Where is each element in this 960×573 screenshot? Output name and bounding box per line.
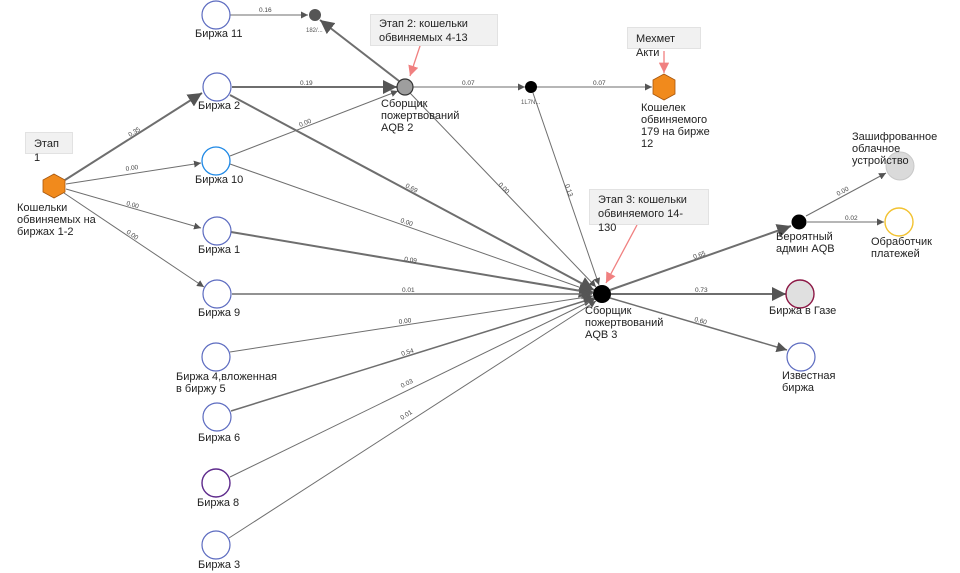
gaza-label: Биржа в Газе <box>769 305 836 317</box>
edge-label-b11-182: 0.16 <box>259 7 272 14</box>
edge-label-b2-c2: 0.19 <box>300 80 313 87</box>
edge-admin-cloud[interactable] <box>805 172 887 217</box>
edge-birzha8-collector3[interactable] <box>229 298 596 478</box>
birzha10-node[interactable] <box>201 146 231 176</box>
gaza-node[interactable] <box>785 279 815 309</box>
edge-label-c2-1l7n: 0.07 <box>462 80 475 87</box>
edge-birzha1-collector3[interactable] <box>230 231 594 298</box>
edge-birzha10-collector3[interactable] <box>229 163 594 293</box>
edge-wallets-birzha9[interactable] <box>63 192 205 288</box>
birzha2-node[interactable] <box>202 72 232 102</box>
edge-birzha6-collector3[interactable] <box>230 296 595 412</box>
payments-node[interactable] <box>884 207 914 237</box>
addr-182-node[interactable] <box>309 9 321 21</box>
known-node[interactable] <box>786 342 816 372</box>
edge-label-c3-admin: 0.65 <box>692 250 707 261</box>
edge-label-w-b1: 0.00 <box>125 200 139 210</box>
stage1-callout: Этап 1 <box>25 132 73 164</box>
edge-label-b10-c2: 0.00 <box>298 118 313 129</box>
cloud-node[interactable] <box>885 151 915 181</box>
stage2-callout: Этап 2: кошельки обвиняемых 4-13 <box>370 14 498 46</box>
edge-label-w-b10: 0.00 <box>125 164 139 173</box>
birzha3-label: Биржа 3 <box>198 559 240 571</box>
edge-1l7n-collector3[interactable] <box>532 92 601 286</box>
birzha1-node[interactable] <box>202 216 232 246</box>
birzha11-label: Биржа 11 <box>195 28 242 40</box>
edge-birzha4-collector3[interactable] <box>229 293 594 353</box>
edge-wallets-birzha1[interactable] <box>65 188 202 230</box>
edge-birzha3-collector3[interactable] <box>228 300 597 539</box>
collector3-node[interactable] <box>593 285 611 303</box>
edge-label-b4-c3: 0.00 <box>398 317 412 326</box>
edge-collector2-collector3[interactable] <box>409 92 597 288</box>
edges <box>63 11 887 539</box>
edge-label-b1-c3: 0.09 <box>404 256 418 265</box>
birzha1-label: Биржа 1 <box>198 244 240 256</box>
edge-label-admin-payments: 0.02 <box>845 215 858 222</box>
edge-label-1l7n-c3: 0.13 <box>563 183 574 198</box>
edge-labels: 0.35 0.00 0.00 0.00 0.16 0.19 0.00 0.07 … <box>125 7 858 422</box>
collector2-node[interactable] <box>396 78 414 96</box>
edge-label-b9-c3: 0.01 <box>402 287 415 294</box>
birzha4-node[interactable] <box>201 342 231 372</box>
birzha6-node[interactable] <box>202 402 232 432</box>
admin-node[interactable] <box>791 214 807 230</box>
birzha2-label: Биржа 2 <box>198 100 240 112</box>
birzha11-node[interactable] <box>201 0 231 30</box>
edge-collector2-182[interactable] <box>319 19 400 82</box>
nodes <box>42 0 915 560</box>
edge-wallets-birzha10[interactable] <box>65 160 202 185</box>
edge-collector3-admin[interactable] <box>609 224 792 291</box>
birzha8-node[interactable] <box>201 468 231 498</box>
birzha6-label: Биржа 6 <box>198 432 240 444</box>
addr-182-label: 182/... <box>306 28 323 34</box>
pointer-stage2 <box>408 42 422 77</box>
birzha9-label: Биржа 9 <box>198 307 240 319</box>
stage3-callout: Этап 3: кошельки обвиняемого 14-130 <box>589 189 709 234</box>
edge-label-b6-c3: 0.54 <box>401 347 416 358</box>
edge-wallets-birzha2[interactable] <box>64 92 203 181</box>
edge-label-c3-known: 0.60 <box>693 316 707 326</box>
callout-pointers <box>408 42 670 284</box>
addr-1l7n-node[interactable] <box>525 81 537 93</box>
edge-label-1l7n-179: 0.07 <box>593 80 606 87</box>
edge-birzha2-collector3[interactable] <box>229 94 595 291</box>
edge-collector3-known[interactable] <box>609 297 788 353</box>
addr-1l7n-label: 1L7N... <box>521 100 541 106</box>
birzha8-label: Биржа 8 <box>197 497 239 509</box>
edge-label-b10-c3: 0.00 <box>399 217 414 228</box>
pointer-stage3 <box>605 224 638 284</box>
edge-birzha10-collector2[interactable] <box>229 90 399 157</box>
birzha9-node[interactable] <box>202 279 232 309</box>
birzha10-label: Биржа 10 <box>195 174 243 186</box>
wallet179-node[interactable] <box>652 73 676 101</box>
wallets-12-node[interactable] <box>42 173 66 199</box>
birzha3-node[interactable] <box>201 530 231 560</box>
edge-label-w-b9: 0.00 <box>125 229 140 242</box>
mehmet-callout: Мехмет Акти <box>627 27 701 59</box>
edge-label-c3-gaza: 0.73 <box>695 287 708 294</box>
edge-label-c2-c3: 0.00 <box>497 182 511 196</box>
